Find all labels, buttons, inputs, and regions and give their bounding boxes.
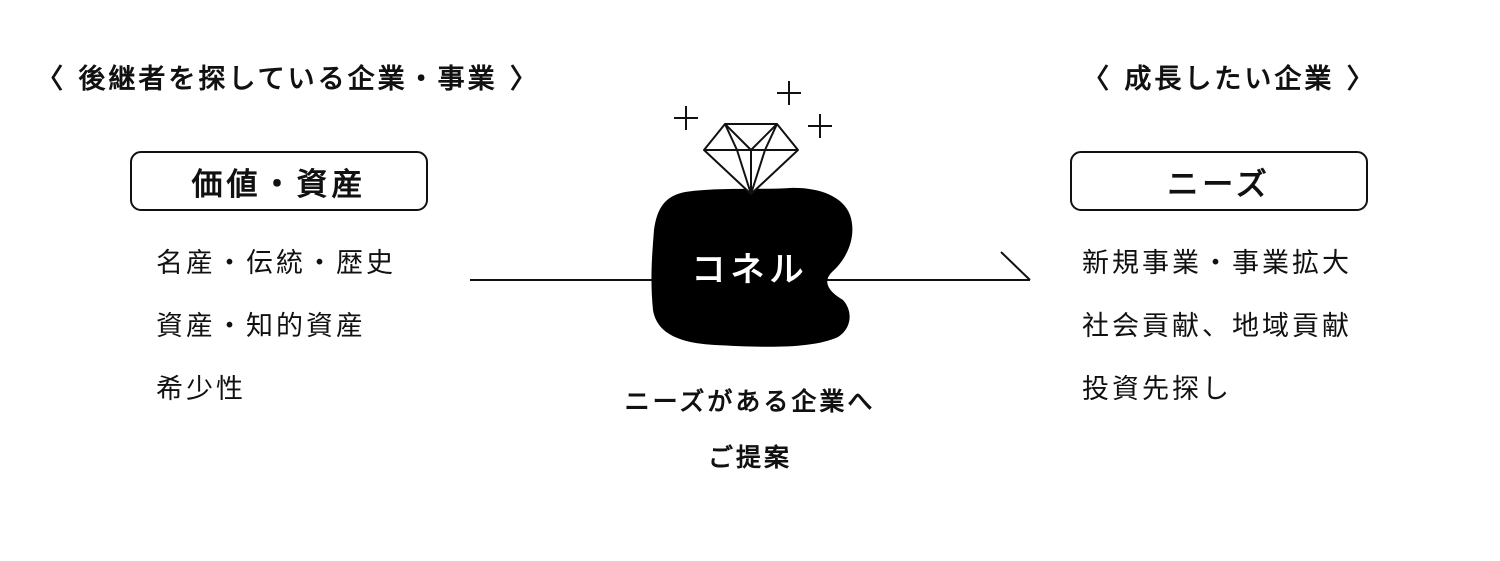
left-heading: 〈 後継者を探している企業・事業 〉 — [36, 64, 540, 95]
needs-label: ニーズ — [1167, 166, 1271, 203]
sparkle-icon — [674, 81, 832, 138]
list-item: 社会貢献、地域貢献 — [1082, 311, 1352, 342]
connector-blob — [651, 187, 853, 347]
diamond-icon — [703, 123, 799, 195]
list-item: 新規事業・事業拡大 — [1082, 248, 1352, 279]
right-item-list: 新規事業・事業拡大 社会貢献、地域貢献 投資先探し — [1082, 244, 1352, 433]
left-item-list: 名産・伝統・歴史 資産・知的資産 希少性 — [156, 244, 396, 433]
list-item: 希少性 — [156, 374, 246, 405]
connector-label: コネル — [691, 250, 809, 290]
list-item: 資産・知的資産 — [156, 311, 366, 342]
proposal-caption-line1: ニーズがある企業へ — [624, 387, 876, 416]
list-item: 名産・伝統・歴史 — [156, 248, 396, 279]
list-item: 投資先探し — [1082, 374, 1232, 405]
value-assets-box: 価値・資産 — [130, 151, 428, 211]
right-heading: 〈 成長したい企業 〉 — [1082, 64, 1377, 95]
needs-box: ニーズ — [1070, 151, 1368, 211]
value-assets-label: 価値・資産 — [191, 166, 367, 203]
proposal-caption-line2: ご提案 — [707, 443, 792, 472]
